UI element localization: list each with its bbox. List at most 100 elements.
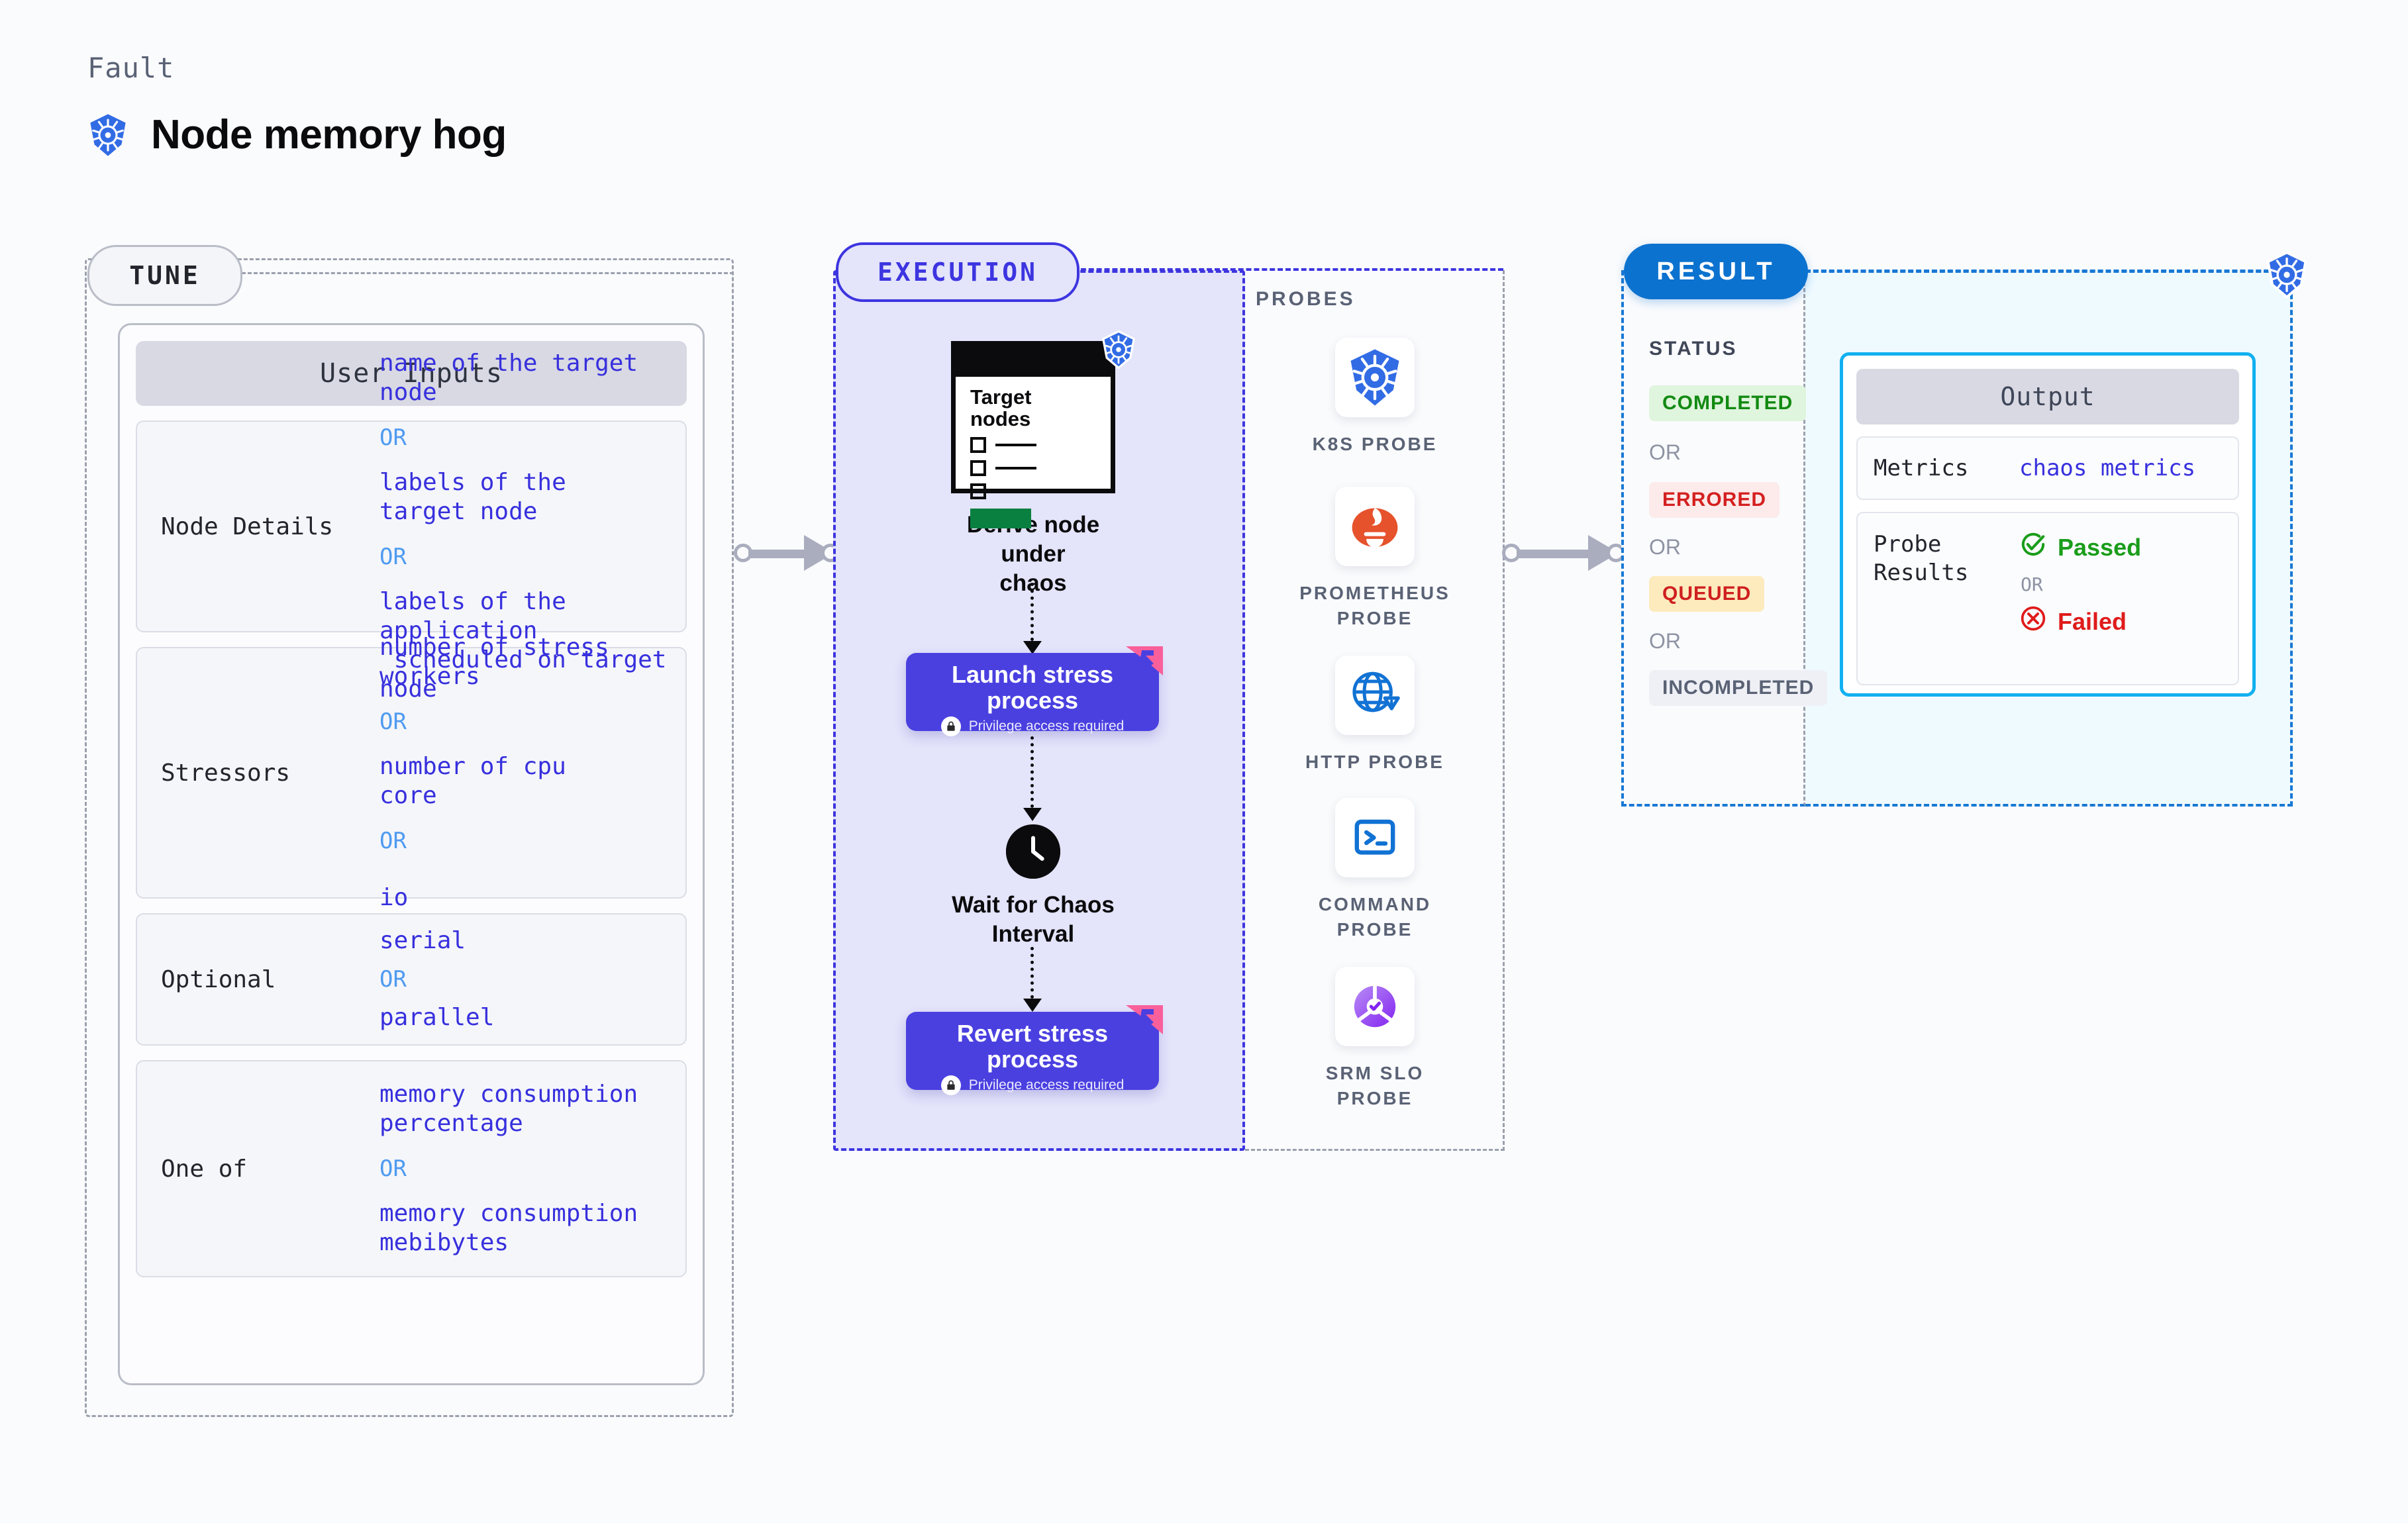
output-title: Output <box>1856 369 2239 424</box>
step-subtitle: Privilege access required <box>968 1077 1125 1093</box>
x-circle-icon <box>2019 605 2047 638</box>
probe-result-passed: Passed <box>2019 530 2141 564</box>
step-subtitle: Privilege access required <box>968 718 1125 734</box>
or-separator: OR <box>379 1155 407 1182</box>
flow-arrow-wait-to-revert <box>1030 947 1034 999</box>
flow-arrowhead <box>1023 999 1042 1012</box>
execution-chip[interactable]: EXECUTION <box>836 242 1079 302</box>
flow-arrowhead <box>1023 641 1042 654</box>
tune-panel <box>85 258 734 1417</box>
result-connector-line <box>1805 270 2293 272</box>
page-title: Node memory hog <box>151 112 507 158</box>
status-badge-completed: COMPLETED <box>1649 385 1807 421</box>
or-separator: OR <box>379 544 407 570</box>
status-badge-errored: ERRORED <box>1649 482 1780 518</box>
input-group-label: One of <box>161 1155 248 1183</box>
probe-item-k8s[interactable]: K8S PROBE <box>1282 338 1468 457</box>
value-item: labels of the application scheduled on t… <box>379 588 667 703</box>
tune-connector-line <box>236 272 734 274</box>
kubernetes-icon <box>1101 330 1136 372</box>
or-separator: OR <box>2021 573 2043 595</box>
probe-item-http[interactable]: HTTP PROBE <box>1282 656 1468 775</box>
probe-result-passed-label: Passed <box>2058 533 2142 561</box>
output-row-value: chaos metrics <box>2019 455 2196 481</box>
lock-icon <box>940 1075 961 1095</box>
status-badge-incompleted: INCOMPLETED <box>1649 670 1828 706</box>
flow-arrowhead <box>1023 808 1042 821</box>
value-item: parallel <box>379 1004 495 1031</box>
terminal-icon <box>1335 798 1415 877</box>
output-row-metrics: Metrics chaos metrics <box>1856 436 2239 500</box>
step-subtitle-row: Privilege access required <box>906 716 1159 736</box>
or-separator: OR <box>1649 535 1681 559</box>
check-circle-icon <box>2019 530 2047 564</box>
probe-results-values: Passed OR Failed <box>2019 530 2141 638</box>
user-inputs-card: User Inputs Node Details name of the tar… <box>118 323 705 1385</box>
kubernetes-icon <box>87 113 128 157</box>
or-separator: OR <box>1649 440 1681 464</box>
or-separator: OR <box>379 827 407 854</box>
fault-title-row: Node memory hog <box>87 111 507 158</box>
execution-connector-line <box>1073 268 1503 271</box>
tune-chip[interactable]: TUNE <box>87 245 242 306</box>
ribbon-badge-icon <box>1126 1005 1163 1034</box>
input-group-label: Stressors <box>161 759 291 787</box>
value-item: io <box>379 883 409 911</box>
probe-label: HTTP PROBE <box>1305 752 1444 772</box>
status-badge-queued: QUEUED <box>1649 576 1765 612</box>
probe-label: K8S PROBE <box>1312 434 1438 454</box>
or-separator: OR <box>379 966 407 993</box>
flow-arrow-derive-to-launch <box>1030 583 1034 641</box>
user-inputs-title: User Inputs <box>136 341 687 406</box>
probes-title: PROBES <box>1256 288 1356 310</box>
globe-warning-icon <box>1335 656 1415 735</box>
result-status-panel <box>1621 270 1805 807</box>
kubernetes-icon <box>1335 338 1415 417</box>
clock-icon <box>1006 824 1060 879</box>
kubernetes-icon <box>2265 251 2309 301</box>
value-item: serial <box>379 927 466 955</box>
probe-result-failed: Failed <box>2019 605 2141 638</box>
connector-arrow-execution-to-result <box>1502 530 1628 576</box>
input-group-label: Optional <box>161 965 276 993</box>
wait-for-chaos-interval <box>993 824 1073 879</box>
or-separator: OR <box>379 424 407 452</box>
step-subtitle-row: Privilege access required <box>906 1075 1159 1095</box>
result-chip[interactable]: RESULT <box>1624 244 1808 299</box>
flow-arrow-launch-to-wait <box>1030 736 1034 808</box>
input-group-optional: Optional serial OR parallel <box>136 913 687 1046</box>
or-separator: OR <box>1649 629 1681 653</box>
lock-icon <box>940 716 961 736</box>
prometheus-icon <box>1335 487 1415 566</box>
or-separator: OR <box>379 709 407 736</box>
output-row-label: Metrics <box>1874 454 1969 481</box>
